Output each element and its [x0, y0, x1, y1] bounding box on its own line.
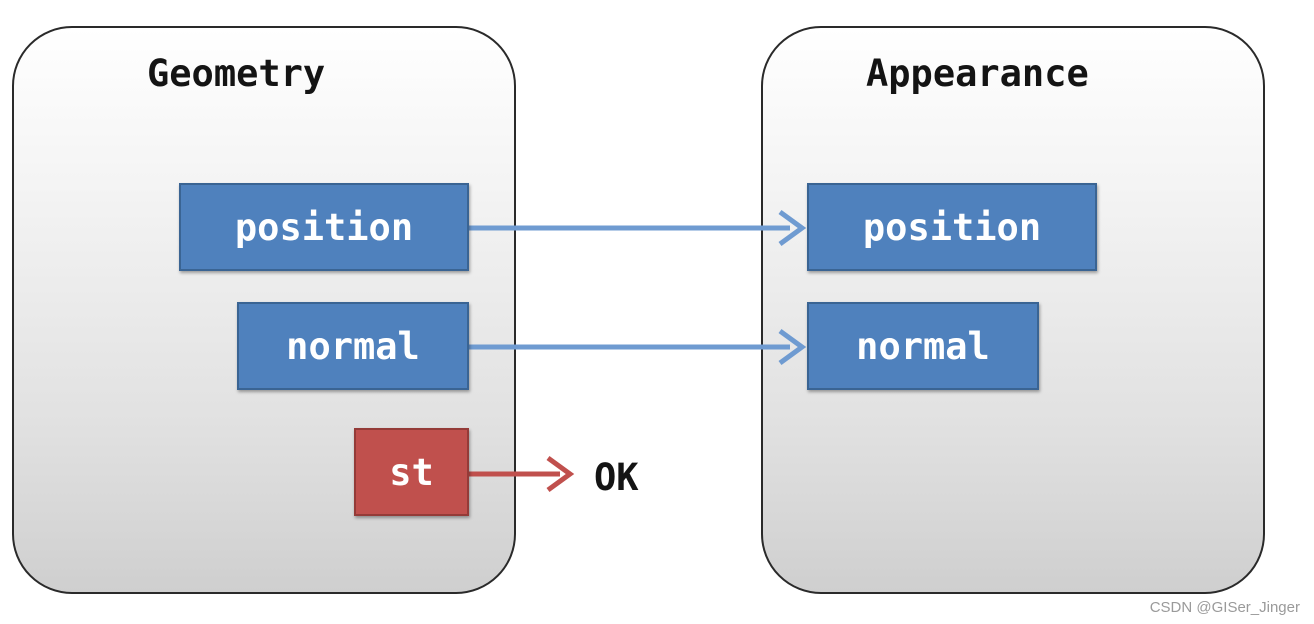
position-arrow — [469, 209, 807, 247]
watermark: CSDN @GISer_Jinger — [1149, 599, 1300, 616]
geometry-normal-attribute: normal — [237, 302, 469, 390]
geometry-title: Geometry — [147, 52, 326, 95]
st-result-label: OK — [594, 456, 639, 499]
geometry-st-attribute: st — [354, 428, 469, 516]
appearance-position-attribute: position — [807, 183, 1097, 271]
geometry-position-attribute: position — [179, 183, 469, 271]
appearance-title: Appearance — [866, 52, 1089, 95]
normal-arrow — [469, 328, 807, 366]
appearance-normal-attribute: normal — [807, 302, 1039, 390]
